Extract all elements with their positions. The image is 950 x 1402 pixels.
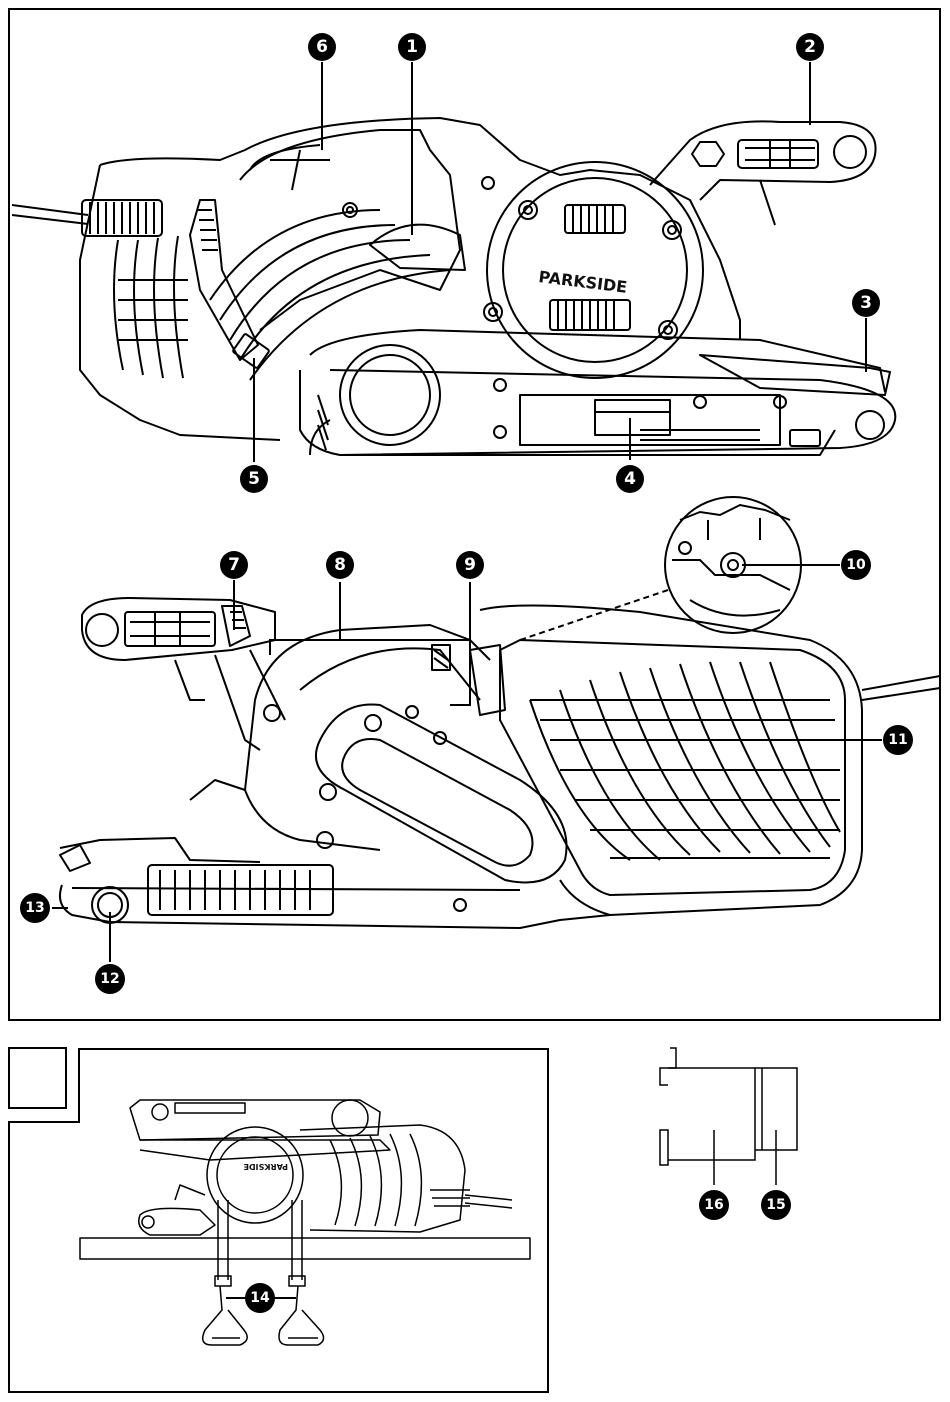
- callout-4: 4: [616, 465, 644, 493]
- sander-side-view-2: [60, 598, 940, 928]
- callout-3: 3: [852, 289, 880, 317]
- belt-detail: [660, 1048, 797, 1185]
- callout-12: 12: [95, 964, 125, 994]
- svg-text:7: 7: [228, 555, 240, 575]
- svg-text:16: 16: [704, 1197, 723, 1213]
- svg-text:4: 4: [624, 469, 636, 489]
- svg-text:2: 2: [804, 37, 816, 57]
- callout-14: 14: [245, 1283, 275, 1313]
- svg-text:13: 13: [25, 900, 44, 916]
- detail-zoom: [520, 497, 801, 640]
- sander-clamped-view: PARKSIDE: [80, 1100, 530, 1345]
- callout-6: 6: [308, 33, 336, 61]
- svg-text:6: 6: [316, 37, 328, 57]
- svg-text:1: 1: [406, 37, 418, 57]
- svg-text:8: 8: [334, 555, 346, 575]
- callout-11: 11: [883, 725, 913, 755]
- callout-15: 15: [761, 1190, 791, 1220]
- svg-text:9: 9: [464, 555, 476, 575]
- svg-text:12: 12: [100, 971, 119, 987]
- sander-side-view-1: [12, 118, 895, 455]
- callout-1: 1: [398, 33, 426, 61]
- svg-text:10: 10: [846, 557, 866, 573]
- svg-text:11: 11: [888, 732, 907, 748]
- brand-label-small: PARKSIDE: [243, 1162, 288, 1171]
- svg-text:3: 3: [860, 293, 872, 313]
- callout-13: 13: [20, 893, 50, 923]
- callout-7: 7: [220, 551, 248, 579]
- callout-10: 10: [841, 550, 871, 580]
- leader-lines-b: [52, 565, 882, 962]
- callout-5: 5: [240, 465, 268, 493]
- svg-text:14: 14: [250, 1290, 270, 1306]
- callout-2: 2: [796, 33, 824, 61]
- callout-16: 16: [699, 1190, 729, 1220]
- brand-label: PARKSIDE: [538, 267, 629, 297]
- svg-text:15: 15: [766, 1197, 785, 1213]
- callout-8: 8: [326, 551, 354, 579]
- callout-9: 9: [456, 551, 484, 579]
- svg-text:5: 5: [248, 469, 260, 489]
